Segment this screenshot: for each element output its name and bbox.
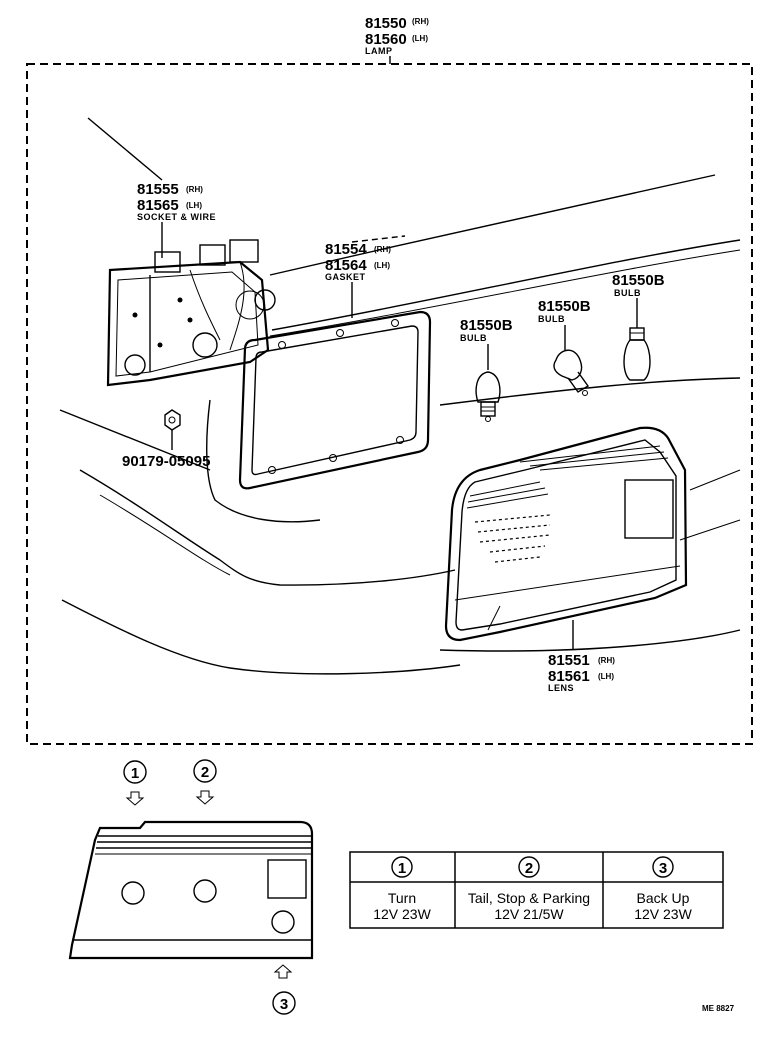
lens-rh: (RH) — [598, 656, 615, 665]
lens-name: LENS — [548, 683, 574, 693]
lamp-tail-socket — [193, 879, 217, 903]
socket-wire-assembly — [106, 239, 276, 387]
socket-lh: (LH) — [186, 201, 202, 210]
bulb-3: 81550B BULB — [612, 272, 665, 381]
bulb-2: 81550B BULB — [538, 298, 591, 396]
table-cell-turn: Turn — [388, 890, 416, 906]
lamp-turn-socket — [121, 881, 145, 905]
gasket-pn-lh: 81564 — [325, 257, 367, 274]
table-cell-turn-watt: 12V 23W — [373, 906, 431, 922]
socket-rh: (RH) — [186, 185, 203, 194]
lamp-pn-rh: 81550 — [365, 15, 407, 32]
svg-text:3: 3 — [280, 996, 288, 1013]
lamp-name: LAMP — [365, 46, 393, 56]
gasket-lh: (LH) — [374, 261, 390, 270]
table-cell-tail-watt: 12V 21/5W — [494, 906, 564, 922]
lamp-rh: (RH) — [412, 17, 429, 26]
gasket-part — [238, 310, 432, 490]
socket-pn-lh: 81565 — [137, 197, 179, 214]
lamp-detail — [68, 820, 314, 960]
bulb-3-name: BULB — [614, 288, 641, 298]
callout-1-arrow — [125, 791, 145, 806]
bulb-3-pn: 81550B — [612, 272, 665, 289]
lens-pn-rh: 81551 — [548, 652, 590, 669]
car-body — [59, 174, 741, 675]
table-cell-tail: Tail, Stop & Parking — [468, 890, 590, 906]
lamp-reflector-window — [267, 859, 307, 899]
bulb-1-name: BULB — [460, 333, 487, 343]
lamp-lh: (LH) — [412, 34, 428, 43]
socket-label: 81555 (RH) 81565 (LH) SOCKET & WIRE — [137, 181, 216, 222]
lamp-pn-lh: 81560 — [365, 31, 407, 48]
callout-2-arrow — [195, 790, 215, 805]
screw-pn: 90179-05095 — [122, 453, 210, 470]
table-header-3: 3 — [659, 860, 667, 877]
socket-leader-a — [87, 117, 163, 181]
gasket-pn-rh: 81554 — [325, 241, 367, 258]
bulb-1-pn: 81550B — [460, 317, 513, 334]
lens-lh: (LH) — [598, 672, 614, 681]
table-cell-backup: Back Up — [637, 890, 690, 906]
gasket-label: 81554 (RH) 81564 (LH) GASKET — [325, 241, 391, 282]
svg-text:1: 1 — [131, 765, 139, 782]
lamp-dash-leader — [351, 235, 406, 243]
assembly-box — [26, 63, 753, 745]
socket-name: SOCKET & WIRE — [137, 212, 216, 222]
callout-3-arrow — [273, 964, 293, 979]
callout-3: 3 — [272, 964, 296, 1015]
lens-grid — [474, 514, 551, 563]
callout-2: 2 — [193, 759, 217, 805]
bulb-2-pn: 81550B — [538, 298, 591, 315]
gasket-name: GASKET — [325, 272, 366, 282]
table-cell-backup-watt: 12V 23W — [634, 906, 692, 922]
bulb-table: 1 2 3 Turn Tail, Stop & Parking Back Up … — [349, 851, 724, 929]
bulb-2-name: BULB — [538, 314, 565, 324]
screw-part: 90179-05095 — [122, 409, 210, 470]
callout-1: 1 — [123, 760, 147, 806]
lens-label: 81551 (RH) 81561 (LH) LENS — [548, 652, 615, 693]
lamp-backup-socket — [271, 910, 295, 934]
lens-pn-lh: 81561 — [548, 668, 590, 685]
svg-text:2: 2 — [201, 764, 209, 781]
table-header-2: 2 — [525, 860, 533, 877]
bulb-1: 81550B BULB — [460, 317, 513, 422]
lamp-label: 81550 (RH) 81560 (LH) LAMP — [365, 15, 429, 56]
socket-pn-rh: 81555 — [137, 181, 179, 198]
drawing-code: ME 8827 — [702, 1004, 735, 1013]
gasket-rh: (RH) — [374, 245, 391, 254]
lens-part — [444, 426, 688, 650]
table-header-1: 1 — [398, 860, 406, 877]
